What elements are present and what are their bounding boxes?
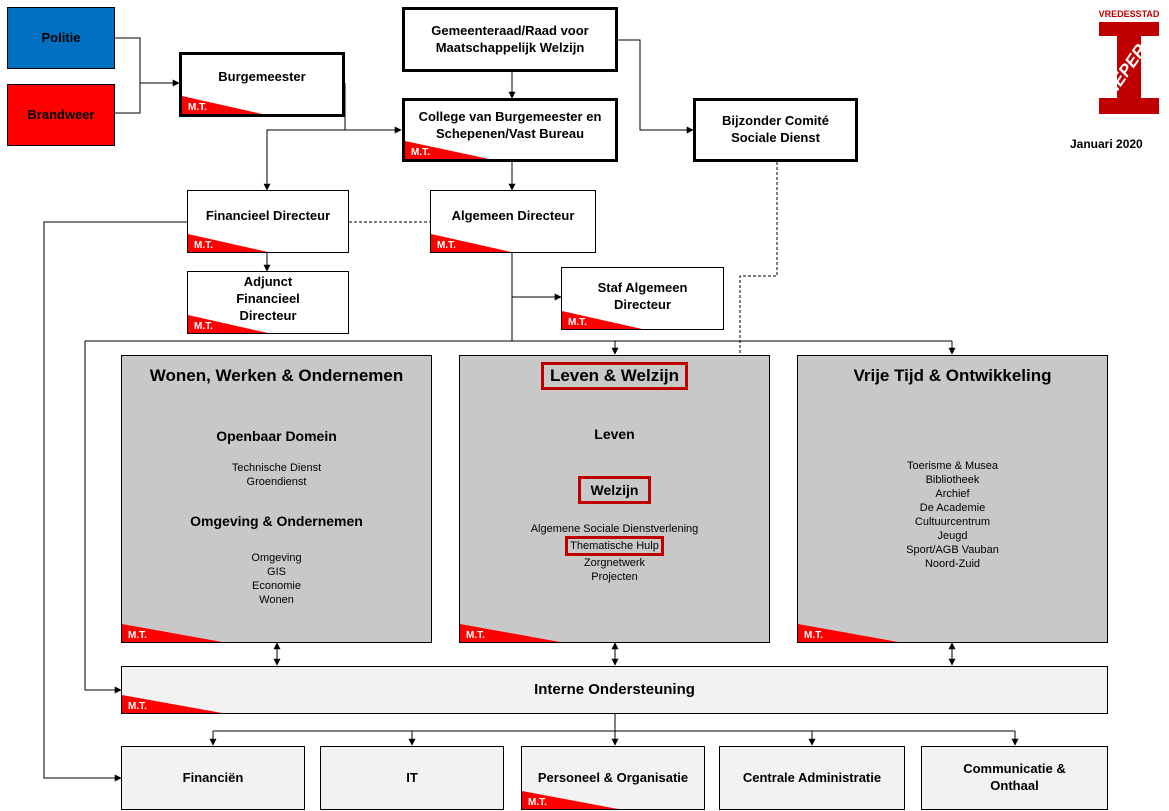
- mt-label: M.T.: [194, 240, 213, 251]
- mt-badge: M.T.: [460, 624, 560, 642]
- support-unit-label: Financiën: [182, 769, 244, 785]
- date-label: Januari 2020: [1070, 137, 1143, 151]
- financial-director-box: Financieel Directeur M.T.: [187, 190, 349, 253]
- list-item: Omgeving: [251, 552, 302, 564]
- list-item: Wonen: [259, 594, 294, 606]
- list-item: Projecten: [591, 571, 638, 583]
- list-item: Technische Dienst: [231, 462, 322, 474]
- section-openbaar-domein: Openbaar Domein: [216, 428, 337, 444]
- mt-badge: M.T.: [798, 624, 898, 642]
- mt-badge: M.T.: [522, 791, 618, 809]
- support-unit-communicatie-onthaal: Communicatie & Onthaal: [921, 746, 1108, 810]
- list-item: Sport/AGB Vauban: [906, 544, 999, 556]
- mt-label: M.T.: [568, 317, 587, 328]
- deputy-financial-director-box: Adjunct Financieel Directeur M.T.: [187, 271, 349, 334]
- police-box: Politie: [7, 7, 115, 69]
- mayor-label: Burgemeester: [218, 69, 306, 85]
- mt-label: M.T.: [528, 797, 547, 808]
- section-welzijn-wrap: Welzijn: [460, 476, 769, 504]
- council-box: Gemeenteraad/Raad voor Maatschappelijk W…: [402, 7, 618, 72]
- department-items: Toerisme & Musea Bibliotheek Archief De …: [798, 459, 1107, 571]
- mt-badge: M.T.: [188, 315, 268, 333]
- department-vrije-tijd-ontwikkeling: Vrije Tijd & Ontwikkeling Toerisme & Mus…: [797, 355, 1108, 643]
- list-item: GIS: [267, 566, 286, 578]
- internal-support-box: Interne Ondersteuning M.T.: [121, 666, 1108, 714]
- list-item: Algemene Sociale Dienstverlening: [530, 523, 699, 535]
- department-wonen-werken-ondernemen: Wonen, Werken & Ondernemen Openbaar Dome…: [121, 355, 432, 643]
- college-label: College van Burgemeester en Schepenen/Va…: [418, 109, 602, 141]
- mt-label: M.T.: [188, 102, 207, 113]
- staff-general-director-label: Staf Algemeen Directeur: [597, 279, 688, 312]
- general-director-box: Algemeen Directeur M.T.: [430, 190, 596, 253]
- support-unit-financien: Financiën: [121, 746, 305, 810]
- support-unit-it: IT: [320, 746, 504, 810]
- mt-label: M.T.: [804, 630, 823, 641]
- fire-department-box: Brandweer: [7, 84, 115, 146]
- list-item: Groendienst: [246, 476, 307, 488]
- section-leven: Leven: [594, 426, 635, 442]
- mt-label: M.T.: [437, 240, 456, 251]
- list-item-highlight-wrap: Thematische Hulp: [460, 536, 769, 556]
- mt-label: M.T.: [128, 701, 147, 712]
- mt-badge: M.T.: [188, 234, 268, 252]
- list-item: Archief: [935, 488, 970, 500]
- mt-badge: M.T.: [562, 311, 642, 329]
- section-items-openbaar-domein: Technische Dienst Groendienst: [122, 461, 431, 489]
- police-label: Politie: [41, 29, 81, 45]
- special-committee-label: Bijzonder Comité Sociale Dienst: [722, 113, 829, 145]
- department-title-wrap: Leven & Welzijn: [460, 362, 769, 390]
- mt-label: M.T.: [411, 147, 430, 158]
- support-unit-centrale-administratie: Centrale Administratie: [719, 746, 905, 810]
- ieper-logo: VREDESSTAD IEPER: [1093, 6, 1165, 126]
- section-items-welzijn: Algemene Sociale Dienstverlening Themati…: [460, 522, 769, 584]
- mt-label: M.T.: [128, 630, 147, 641]
- support-unit-label: Communicatie & Onthaal: [963, 761, 1066, 793]
- college-box: College van Burgemeester en Schepenen/Va…: [402, 98, 618, 162]
- department-leven-welzijn: Leven & Welzijn Leven Welzijn Algemene S…: [459, 355, 770, 643]
- mt-badge: M.T.: [405, 141, 489, 159]
- list-item-highlighted: Thematische Hulp: [565, 536, 664, 556]
- general-director-label: Algemeen Directeur: [451, 208, 575, 224]
- mt-label: M.T.: [466, 630, 485, 641]
- list-item: Jeugd: [937, 530, 968, 542]
- department-title: Leven & Welzijn: [540, 362, 689, 390]
- financial-director-label: Financieel Directeur: [205, 208, 331, 224]
- support-unit-personeel-organisatie: Personeel & Organisatie M.T.: [521, 746, 705, 810]
- list-item: De Academie: [919, 502, 986, 514]
- svg-text:VREDESSTAD: VREDESSTAD: [1099, 9, 1160, 19]
- section-items-omgeving-ondernemen: Omgeving GIS Economie Wonen: [122, 551, 431, 607]
- list-item: Zorgnetwerk: [583, 557, 646, 569]
- mt-badge: M.T.: [431, 234, 511, 252]
- council-label: Gemeenteraad/Raad voor Maatschappelijk W…: [431, 22, 589, 55]
- list-item: Noord-Zuid: [924, 558, 981, 570]
- department-title: Vrije Tijd & Ontwikkeling: [853, 366, 1052, 385]
- mayor-box: Burgemeester M.T.: [179, 52, 345, 117]
- mt-badge: M.T.: [182, 96, 262, 114]
- department-title: Wonen, Werken & Ondernemen: [149, 366, 404, 385]
- list-item: Toerisme & Musea: [906, 460, 999, 472]
- section-omgeving-ondernemen: Omgeving & Ondernemen: [190, 513, 363, 529]
- list-item: Cultuurcentrum: [914, 516, 991, 528]
- special-committee-box: Bijzonder Comité Sociale Dienst: [693, 98, 858, 162]
- internal-support-label: Interne Ondersteuning: [534, 681, 695, 699]
- support-unit-label: Centrale Administratie: [742, 769, 882, 785]
- deputy-financial-director-label: Adjunct Financieel Directeur: [236, 274, 300, 323]
- list-item: Bibliotheek: [925, 474, 980, 486]
- fire-department-label: Brandweer: [27, 106, 95, 122]
- list-item: Economie: [252, 580, 301, 592]
- staff-general-director-box: Staf Algemeen Directeur M.T.: [561, 267, 724, 330]
- support-unit-label: Personeel & Organisatie: [537, 769, 689, 785]
- mt-label: M.T.: [194, 321, 213, 332]
- mt-badge: M.T.: [122, 695, 222, 713]
- mt-badge: M.T.: [122, 624, 222, 642]
- section-welzijn: Welzijn: [577, 476, 652, 504]
- support-unit-label: IT: [406, 769, 418, 785]
